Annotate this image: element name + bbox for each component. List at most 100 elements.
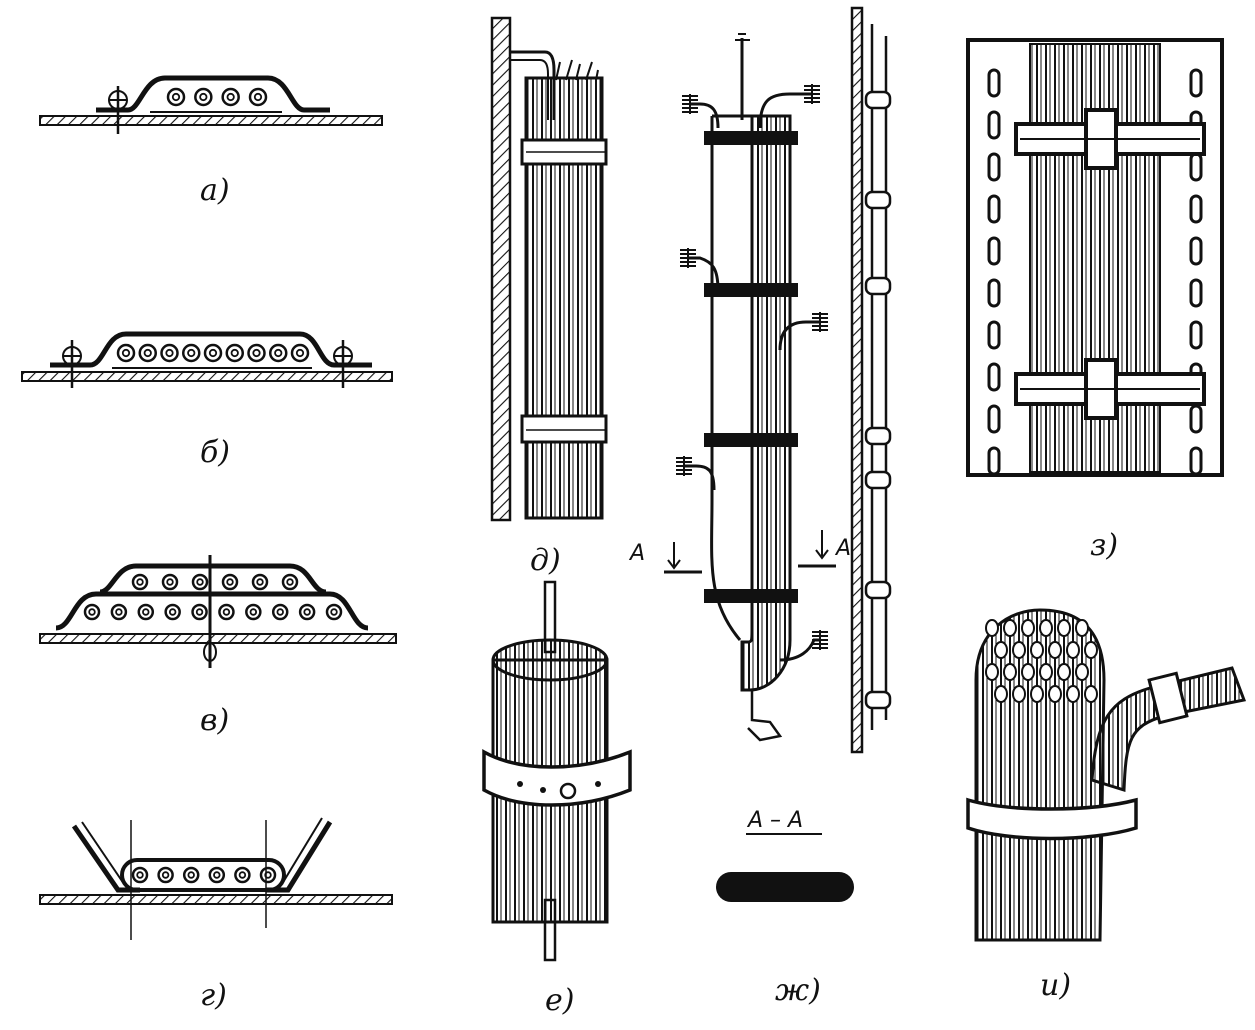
panel-d-label: д)	[530, 543, 561, 578]
panel-i-conductor-end	[1084, 685, 1098, 703]
panel-i-conductor-end	[985, 619, 999, 637]
panel-i-conductor-end	[1012, 685, 1026, 703]
panel-v-base-plate	[39, 633, 397, 644]
panel-zh-band	[704, 131, 798, 145]
panel-zh-conductor-tuft	[812, 312, 828, 332]
panel-z-slot	[1189, 278, 1203, 308]
panel-v-conductor	[83, 603, 101, 621]
panel-zh-bands	[676, 84, 828, 650]
panel-i-conductor-end	[1057, 663, 1071, 681]
panel-z-slot	[1189, 152, 1203, 182]
panel-b-conductor	[225, 343, 244, 363]
panel-i-conductor-end	[994, 685, 1008, 703]
panel-zh-bundle	[712, 114, 792, 692]
panel-z-slot	[987, 320, 1001, 350]
panel-g-conductor	[259, 866, 277, 884]
panel-b-conductor	[116, 343, 136, 363]
panel-z-slot	[1189, 236, 1203, 266]
panel-a-conductor	[248, 87, 268, 107]
panel-a-conductor	[194, 87, 213, 107]
panel-a-label: а)	[200, 173, 230, 208]
panel-e-label: е)	[545, 983, 574, 1018]
panel-zh-rail-clip	[864, 90, 892, 110]
panel-zh-section-marker-right: А	[798, 530, 851, 568]
panel-d-band-lower	[520, 414, 608, 444]
panel-v-conductor	[281, 573, 299, 591]
panel-z-slot	[987, 446, 1001, 476]
panel-zh-branch-top-left	[690, 102, 720, 129]
panel-zh-rail-clip	[864, 470, 892, 490]
panel-b: б)	[21, 331, 393, 470]
panel-b-conductor	[182, 343, 201, 363]
panel-i-conductor-end	[1075, 619, 1089, 637]
panel-v-conductor	[110, 603, 128, 621]
panel-z-slot	[1189, 446, 1203, 476]
panel-z-clip-lower	[1014, 358, 1206, 420]
panel-zh-band	[704, 283, 798, 297]
panel-v: в)	[39, 555, 397, 738]
panel-v-conductors-bottom	[83, 603, 343, 621]
panel-zh-conductor-tuft	[812, 630, 828, 650]
panel-v-center-fastener	[203, 555, 217, 668]
panel-i-conductor-end	[1030, 641, 1044, 659]
panel-g-conductor	[131, 866, 149, 884]
panel-i-conductor-end	[994, 641, 1008, 659]
panel-zh-rail-clip	[864, 426, 892, 446]
panel-b-conductor	[138, 343, 157, 363]
panel-b-conductor	[203, 343, 223, 363]
panel-zh-rail-clip	[864, 580, 892, 600]
panel-v-conductor	[191, 603, 208, 621]
panel-a-strap	[96, 75, 330, 113]
panel-i-conductor-end	[1030, 685, 1044, 703]
panel-i: и)	[966, 608, 1247, 1003]
panel-z-slot	[1189, 194, 1203, 224]
panel-z-slot	[987, 236, 1001, 266]
panel-a: а)	[39, 75, 383, 208]
panel-i-conductor-end	[1012, 641, 1026, 659]
panel-z-slot	[987, 404, 1001, 434]
panel-a-conductor	[166, 87, 186, 107]
panel-z-slot	[987, 68, 1001, 98]
panel-g-conductor	[182, 866, 200, 884]
panel-zh-branch-mid-right	[778, 320, 820, 351]
panel-zh-conductor-tuft	[676, 456, 692, 476]
panel-i-conductor-end	[1039, 663, 1053, 681]
panel-v-conductor	[191, 573, 209, 591]
panel-v-conductor	[161, 573, 179, 591]
panel-b-conductor	[247, 343, 266, 363]
panel-zh-section-marker-left: А	[628, 541, 702, 574]
panel-zh-side-clips	[864, 90, 892, 710]
panel-zh-rail-clip	[864, 690, 892, 710]
panel-z: з)	[966, 38, 1224, 563]
panel-g-conductor	[234, 866, 251, 884]
panel-v-conductor	[298, 603, 316, 621]
panel-i-conductor-end	[1003, 663, 1017, 681]
panel-z-slot	[1189, 404, 1203, 434]
panel-i-conductor-end	[1048, 685, 1062, 703]
panel-v-conductor	[221, 573, 239, 591]
panel-v-conductor	[218, 603, 235, 621]
panel-z-slot	[987, 278, 1001, 308]
panel-g: г)	[39, 817, 393, 1013]
panel-v-conductor	[251, 573, 269, 591]
panel-g-conductor	[208, 866, 226, 884]
panel-z-slot	[1189, 68, 1203, 98]
panel-i-conductor-end	[1021, 619, 1035, 637]
svg-text:А: А	[628, 541, 645, 566]
panel-zh-end-fixture	[747, 690, 783, 742]
panel-zh-band	[704, 433, 798, 447]
section-title: А – А	[746, 808, 803, 833]
panel-g-conductor	[157, 866, 174, 884]
panel-b-fastener-right	[333, 340, 353, 388]
panel-d: д)	[490, 16, 608, 578]
panel-zh-wall-rail	[850, 6, 864, 754]
panel-i-label: и)	[1040, 968, 1071, 1003]
panel-zh-conductor-tuft	[804, 84, 820, 104]
panel-i-conductor-end	[985, 663, 999, 681]
panel-e: е)	[482, 580, 632, 1018]
panel-v-conductor	[131, 573, 149, 591]
panel-zh-branch-lower-left	[684, 464, 716, 491]
panel-v-label: в)	[200, 703, 229, 738]
panel-b-conductor	[290, 343, 310, 363]
